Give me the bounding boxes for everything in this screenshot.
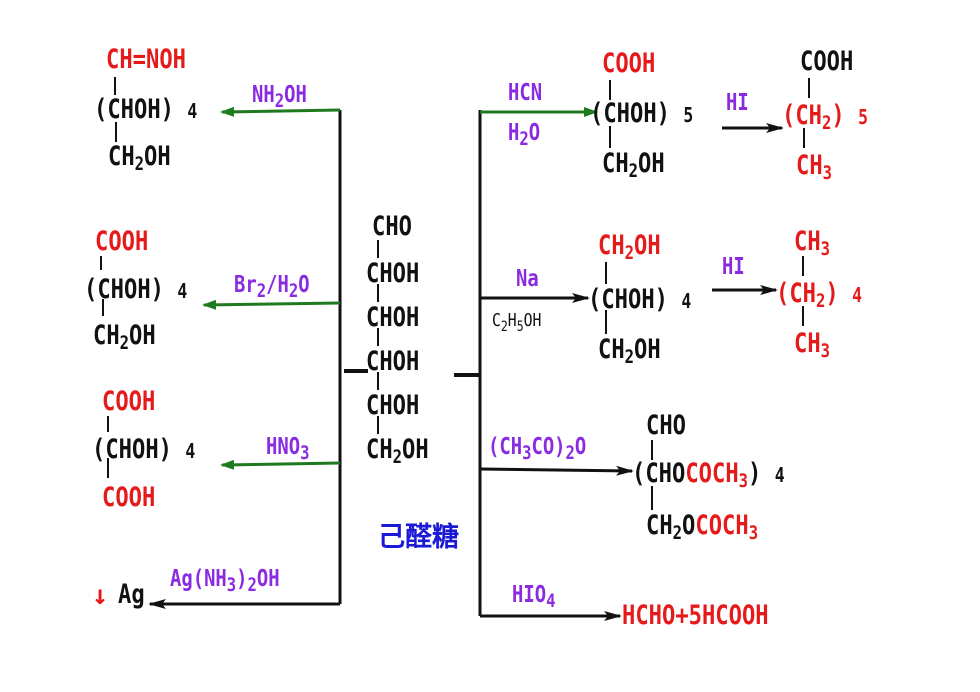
reagent-tollens: Ag(NH3)2OH [170, 566, 280, 596]
center-chohh-2: CHOH [366, 302, 420, 333]
silver-product: Ag [118, 579, 145, 610]
hexane-mid: (CH2) 4 [776, 278, 862, 312]
reagent-hno3: HNO3 [266, 434, 310, 464]
hexose-name: 己醛糖 [378, 522, 459, 553]
heptanoic-mid: (CH2) 5 [782, 100, 868, 134]
glucaric-bottom: COOH [102, 482, 156, 513]
arrow-glucaric [220, 459, 341, 470]
reagent-ethanol: C2H5OH [492, 310, 542, 335]
acetyl-mid: (CHOCOCH3) 4 [632, 458, 785, 492]
center-cho: CHO [372, 211, 413, 242]
heptanoic-top: COOH [800, 46, 854, 77]
gluconic-mid: (CHOH) 4 [84, 274, 188, 305]
reduction-bottom: CH2OH [598, 334, 661, 368]
reagent-hcn: HCN [508, 80, 543, 106]
hexane-top: CH3 [794, 226, 831, 260]
reagent-hio4: HIO4 [512, 582, 556, 612]
reduction-mid: (CHOH) 4 [588, 284, 692, 315]
glucaric-top: COOH [102, 386, 156, 417]
oxime-bottom: CH2OH [108, 141, 171, 175]
precipitate-arrow-icon: ↓ [92, 580, 109, 611]
cyanide-bottom: CH2OH [602, 148, 665, 182]
reagent-hi-2: HI [722, 254, 745, 280]
hexane-bottom: CH3 [794, 328, 831, 362]
arrow-acetylation [479, 465, 634, 476]
cyanide-mid: (CHOH) 5 [590, 98, 694, 129]
center-chohh-4: CHOH [366, 390, 420, 421]
reagent-nh2oh: NH2OH [252, 82, 307, 112]
reagent-h2o: H2O [508, 120, 541, 150]
heptanoic-bottom: CH3 [796, 150, 833, 184]
gluconic-bottom: CH2OH [93, 320, 156, 354]
oxime-mid: (CHOH) 4 [94, 94, 198, 125]
acetyl-top: CHO [646, 410, 687, 441]
oxime-top: CH=NOH [106, 44, 186, 75]
arrow-oxime [220, 106, 341, 117]
center-ch2oh: CH2OH [366, 434, 429, 468]
glucaric-mid: (CHOH) 4 [92, 434, 196, 465]
cyanide-top: COOH [602, 48, 656, 79]
center-chohh-1: CHOH [366, 258, 420, 289]
reagent-hi-1: HI [726, 90, 749, 116]
reagent-br2-h2o: Br2/H2O [234, 272, 310, 302]
center-chohh-3: CHOH [366, 346, 420, 377]
reagent-acetic-anhydride: (CH3CO)2O [488, 434, 587, 464]
periodate-products: HCHO+5HCOOH [622, 600, 769, 631]
acetyl-bottom: CH2OCOCH3 [646, 510, 759, 544]
arrow-gluconic [202, 299, 341, 310]
gluconic-top: COOH [95, 226, 149, 257]
reagent-na: Na [516, 266, 539, 292]
reduction-top: CH2OH [598, 230, 661, 264]
